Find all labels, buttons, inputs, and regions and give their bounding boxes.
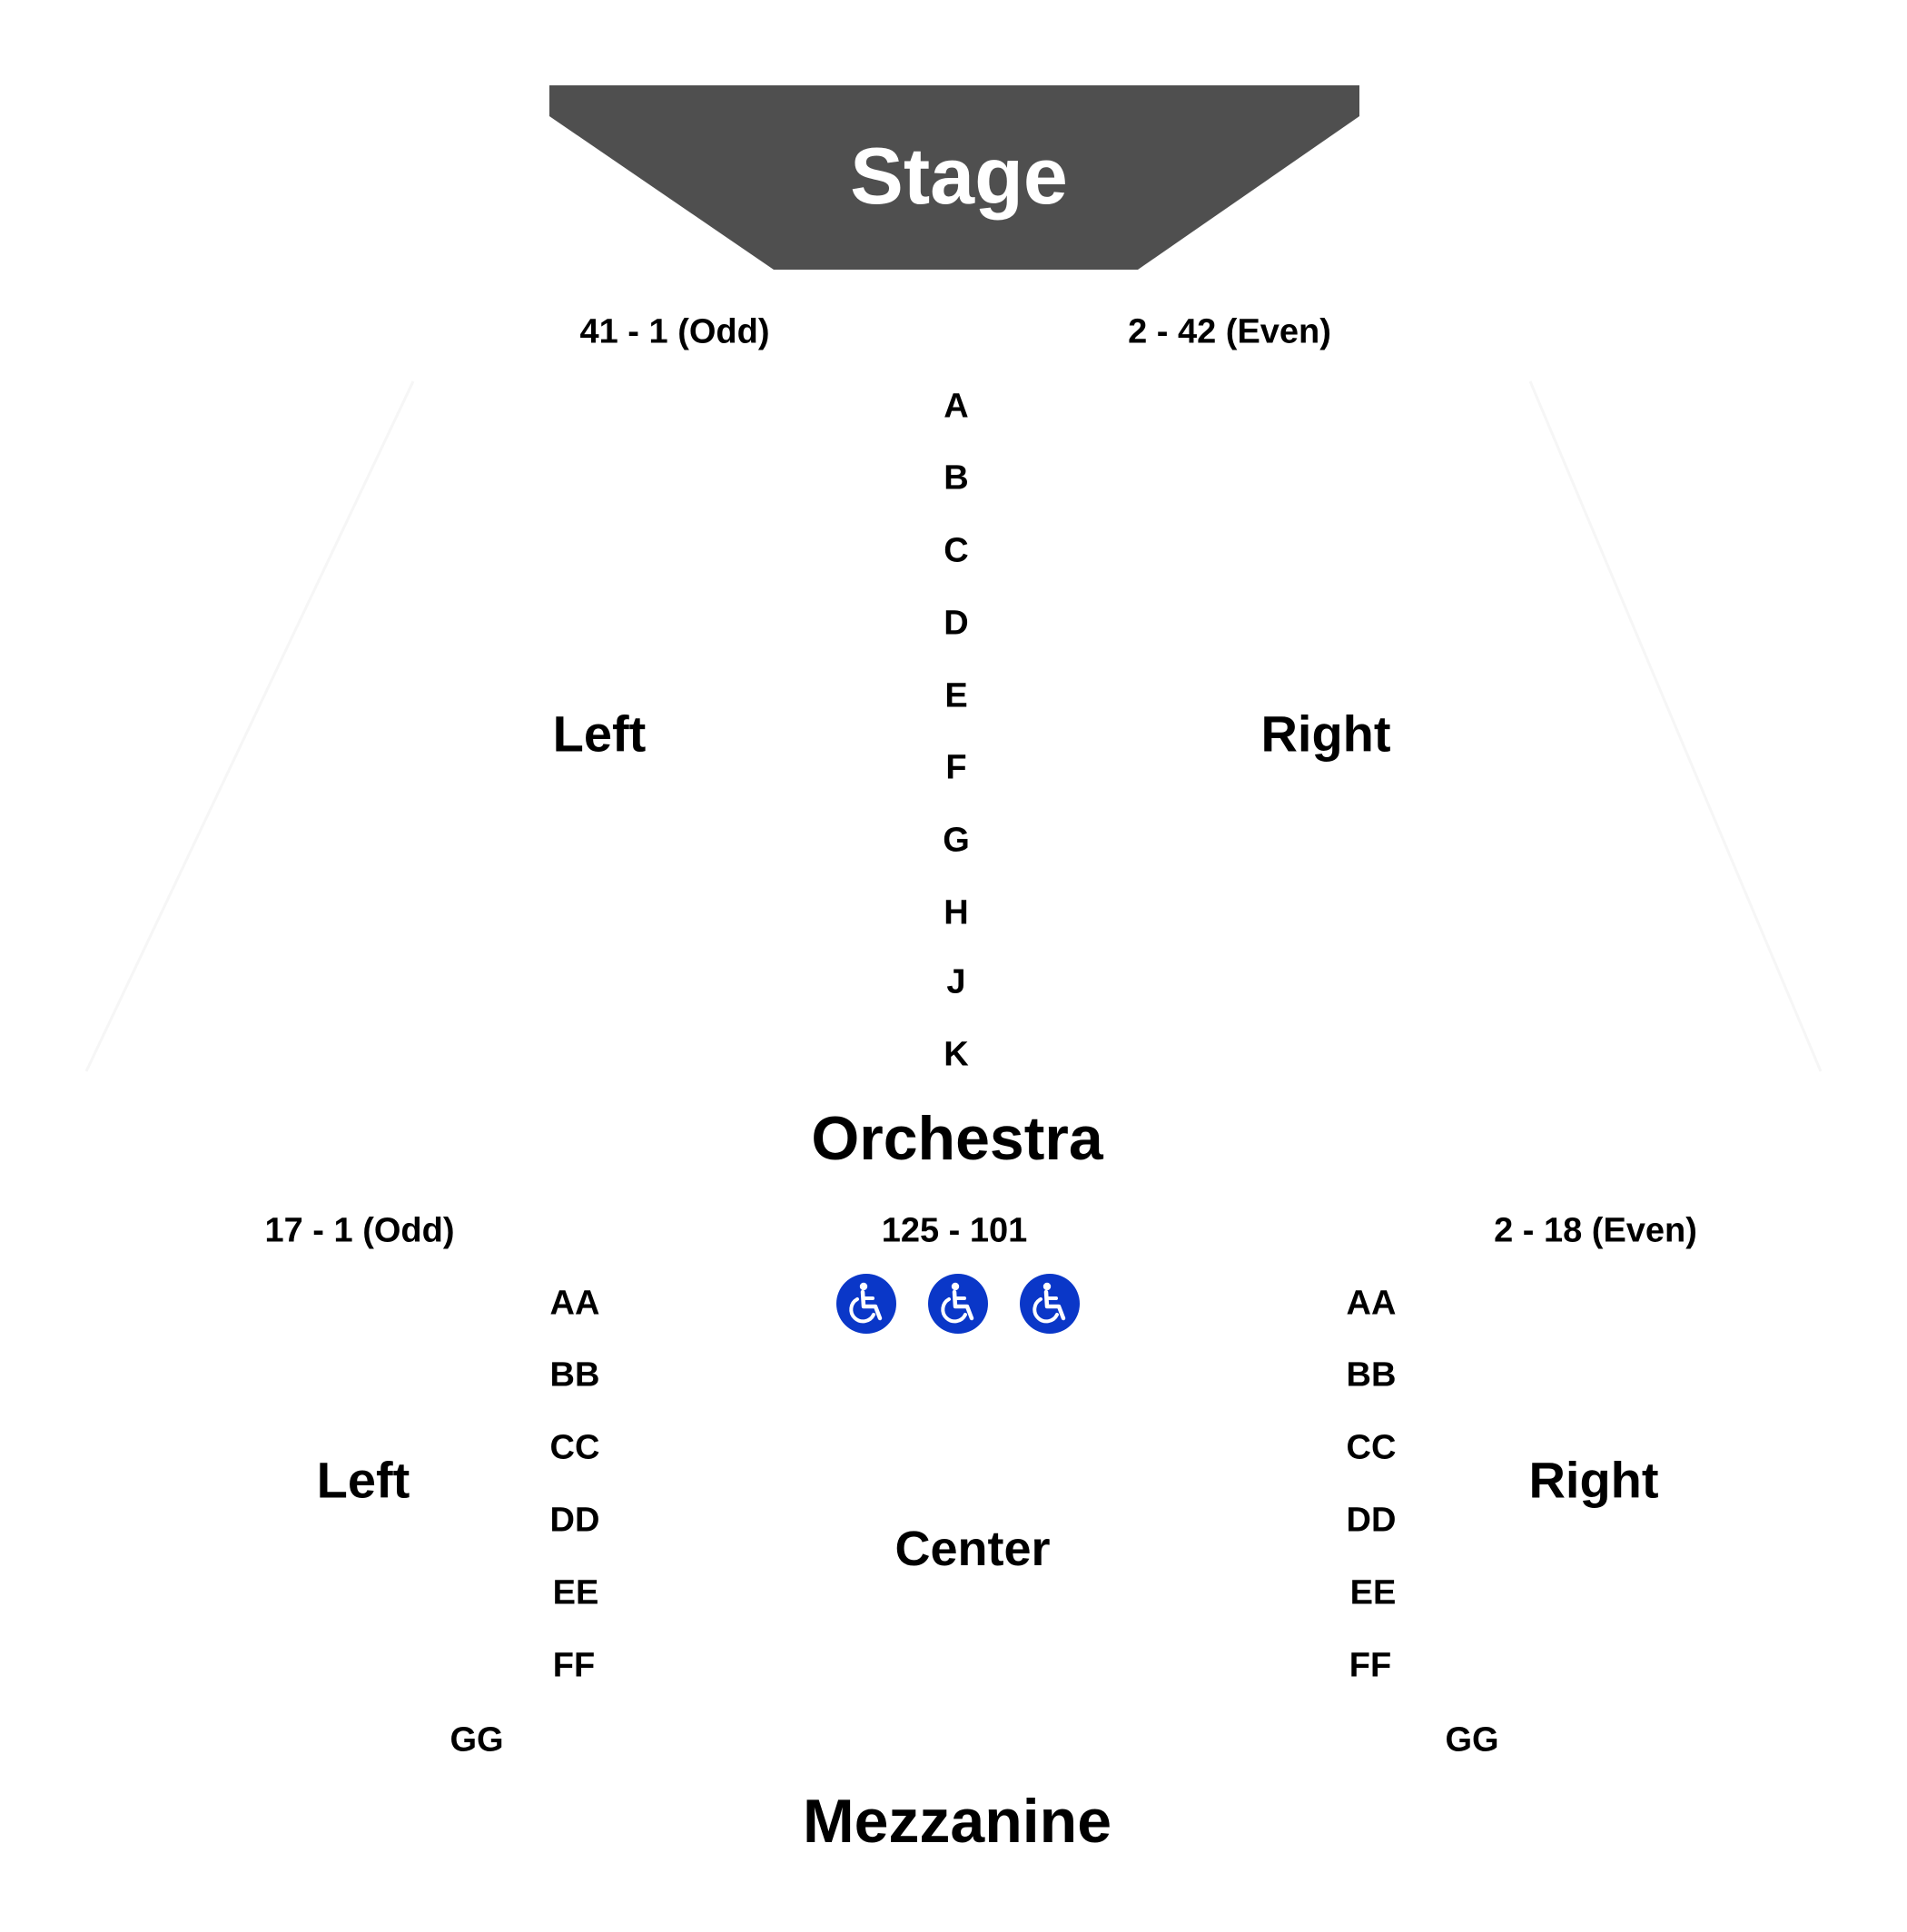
orchestra-row-label: H [944, 893, 969, 932]
orchestra-row-label: B [944, 458, 969, 498]
mezzanine-range-right: 2 - 18 (Even) [1494, 1211, 1697, 1250]
wheelchair-icon [836, 1274, 896, 1334]
orchestra-row-label: J [946, 962, 966, 1001]
mezzanine-section-left: Left [316, 1451, 410, 1509]
mezzanine-left-row-label: GG [450, 1720, 504, 1760]
orchestra-row-label: A [944, 387, 969, 426]
orchestra-section-left: Left [552, 705, 647, 763]
mezzanine-right-row-label: FF [1349, 1646, 1392, 1685]
mezzanine-title: Mezzanine [802, 1787, 1112, 1856]
mezzanine-left-row-label: DD [549, 1501, 600, 1540]
wheelchair-icon [1020, 1274, 1080, 1334]
mezzanine-range-center: 125 - 101 [881, 1211, 1028, 1250]
mezzanine-left-row-label: EE [552, 1573, 599, 1612]
orchestra-range-left: 41 - 1 (Odd) [579, 312, 770, 351]
mezzanine-right-row-label: DD [1346, 1501, 1397, 1540]
mezzanine-left-row-label: BB [549, 1355, 600, 1395]
mezzanine-left-row-label: AA [549, 1284, 600, 1323]
stage-shape [549, 85, 1359, 270]
orchestra-row-label: K [944, 1035, 969, 1074]
mezzanine-left-row-label: FF [552, 1646, 596, 1685]
orchestra-row-label: G [943, 821, 970, 860]
orchestra-row-label: C [944, 531, 969, 570]
mezzanine-right-row-label: AA [1346, 1284, 1397, 1323]
mezzanine-right-row-label: EE [1349, 1573, 1397, 1612]
orchestra-title: Orchestra [811, 1104, 1103, 1173]
wheelchair-icon [928, 1274, 988, 1334]
mezzanine-section-center: Center [894, 1522, 1051, 1576]
orchestra-row-label: E [944, 676, 968, 715]
mezzanine-right-row-label: BB [1346, 1355, 1397, 1395]
orchestra-range-right: 2 - 42 (Even) [1128, 312, 1331, 351]
orchestra-row-label: D [944, 604, 969, 643]
orchestra-row-label: F [945, 748, 967, 787]
mezzanine-right-row-label: CC [1346, 1428, 1397, 1467]
orchestra-section-right: Right [1260, 705, 1391, 763]
mezzanine-section-right: Right [1528, 1451, 1659, 1509]
mezzanine-range-left: 17 - 1 (Odd) [264, 1211, 455, 1250]
mezzanine-left-row-label: CC [549, 1428, 600, 1467]
mezzanine-right-row-label: GG [1445, 1720, 1499, 1760]
stage-label: Stage [850, 131, 1068, 221]
